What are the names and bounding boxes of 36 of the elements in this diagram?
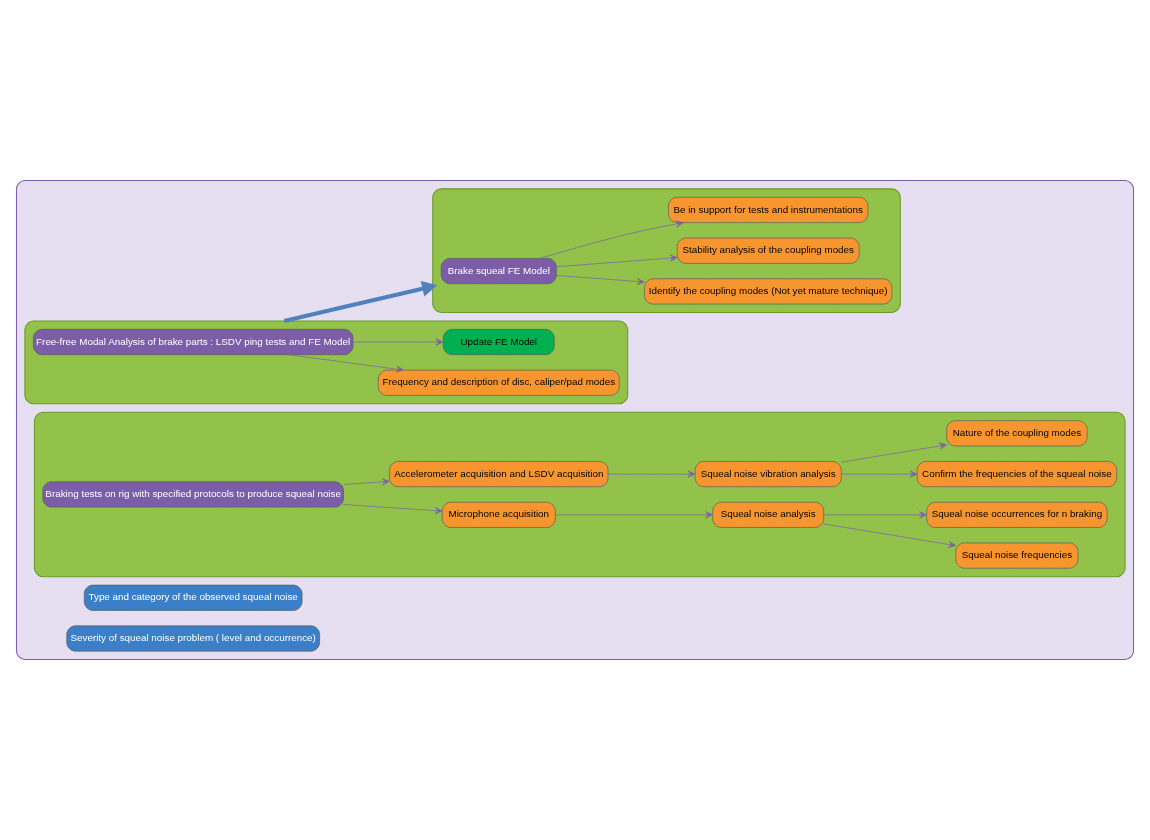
- node-box: Free-free Modal Analysis of brake parts : LSDV ping tests and FE Model: [33, 329, 354, 355]
- node-box: Brake squeal FE Model: [440, 258, 557, 285]
- arrow: [288, 354, 404, 373]
- node-box: Identify the coupling modes (Not yet mature technique): [644, 278, 893, 305]
- cluster: [15, 179, 1135, 661]
- cluster: [432, 188, 901, 314]
- node-box: Type and category of the observed squeal noise: [83, 584, 303, 611]
- arrow: [556, 275, 645, 286]
- arrow: [841, 470, 918, 478]
- node-box: Squeal noise vibration analysis: [694, 461, 842, 488]
- node-box: Be in support for tests and instrumentations: [668, 196, 869, 223]
- node-box: Braking tests on rig with specified protocols to produce squeal noise: [42, 481, 344, 508]
- arrow: [556, 254, 678, 268]
- node-box: Squeal noise analysis: [712, 501, 825, 528]
- arrow: [343, 478, 390, 486]
- arrow: [283, 280, 438, 323]
- node-box: Nature of the coupling modes: [946, 420, 1088, 447]
- arrow: [539, 220, 684, 259]
- node-box: Accelerometer acquisition and LSDV acquisition: [389, 461, 609, 488]
- cluster: [33, 411, 1126, 578]
- arrow: [823, 523, 956, 548]
- arrow: [343, 504, 443, 515]
- node-box: Squeal noise frequencies: [955, 542, 1079, 569]
- cluster: [24, 320, 629, 405]
- arrow: [841, 442, 947, 463]
- node-box: Stability analysis of the coupling modes: [676, 237, 860, 264]
- arrow: [607, 470, 696, 478]
- node-box: Update FE Model: [442, 329, 555, 355]
- arrow: [352, 338, 444, 346]
- arrow: [823, 511, 927, 519]
- node-box: Frequency and description of disc, caliper/pad modes: [377, 369, 620, 396]
- node-box: Squeal noise occurrences for n braking: [926, 501, 1108, 528]
- node-box: Severity of squeal noise problem ( level and occurrence): [66, 625, 320, 652]
- node-box: Microphone acquisition: [441, 501, 556, 528]
- arrow: [555, 511, 713, 519]
- node-box: Confirm the frequencies of the squeal noise: [916, 461, 1117, 488]
